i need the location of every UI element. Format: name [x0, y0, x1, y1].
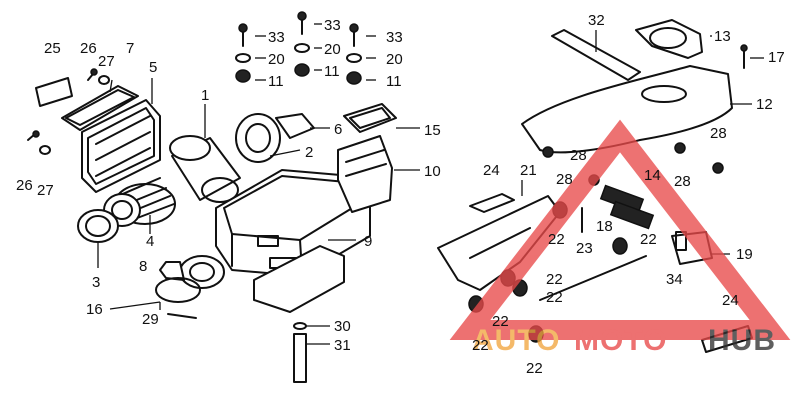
- callout-20-3: 20: [386, 51, 403, 68]
- callout-18: 18: [596, 218, 613, 235]
- fuel-tank: [521, 65, 752, 154]
- watermark-part-auto: AUTO: [472, 324, 560, 357]
- seal-ring: [77, 209, 119, 268]
- callout-11-3: 11: [386, 73, 402, 90]
- callout-27-lower: 27: [37, 182, 54, 199]
- callout-5: 5: [149, 59, 157, 76]
- callout-14: 14: [644, 167, 661, 184]
- callout-23: 23: [576, 240, 593, 257]
- callout-24: 24: [483, 162, 500, 179]
- tank-rubber: [635, 19, 703, 59]
- callout-33-1: 33: [268, 29, 285, 46]
- callout-22-1: 22: [548, 231, 565, 248]
- callout-22-4: 22: [546, 289, 563, 306]
- air-cleaner-case: [81, 78, 161, 193]
- callout-12: 12: [756, 96, 773, 113]
- air-cleaner-cover: [61, 79, 139, 131]
- label-plate: [35, 77, 73, 107]
- drain-tube: [293, 322, 307, 383]
- callout-15: 15: [424, 122, 441, 139]
- screw-washer-lower: [27, 130, 51, 155]
- callout-33-2: 33: [324, 17, 341, 34]
- callout-20-1: 20: [268, 51, 285, 68]
- intake-funnel: [337, 103, 420, 213]
- callout-29: 29: [142, 311, 159, 328]
- filter-element: [103, 177, 176, 234]
- clamp-screw: [167, 313, 197, 319]
- nut-28c: [674, 142, 686, 154]
- callout-22-5: 22: [492, 313, 509, 330]
- rod-23: [539, 255, 647, 301]
- callout-20-2: 20: [324, 41, 341, 58]
- callout-34: 34: [666, 271, 683, 288]
- callout-22-7: 22: [526, 360, 543, 377]
- bolt-stack-1: [235, 23, 251, 83]
- bolt-stack-2: [294, 11, 310, 77]
- callout-25: 25: [44, 40, 61, 57]
- bolt-stack-3: [346, 23, 362, 85]
- callout-22-3: 22: [546, 271, 563, 288]
- screw-washer-top: [87, 68, 110, 85]
- air-cleaner-group: [27, 11, 420, 383]
- cylinder-filter: [169, 104, 241, 203]
- callout-21: 21: [520, 162, 537, 179]
- watermark-part-moto: MOTO: [574, 324, 667, 357]
- callout-8: 8: [139, 258, 147, 275]
- callout-28-1: 28: [570, 147, 587, 164]
- tank-strap: [551, 29, 641, 81]
- watermark-triangle: [449, 119, 791, 340]
- callout-26-lower: 26: [16, 177, 33, 194]
- callout-9: 9: [364, 233, 372, 250]
- filter-cap: [235, 113, 330, 163]
- callout-1: 1: [201, 87, 209, 104]
- callout-13: 13: [714, 28, 731, 45]
- callout-16: 16: [86, 301, 103, 318]
- callout-10: 10: [424, 163, 441, 180]
- callout-32: 32: [588, 12, 605, 29]
- callout-19: 19: [736, 246, 753, 263]
- callout-28-2: 28: [556, 171, 573, 188]
- callout-27: 27: [98, 53, 115, 70]
- nut-28a: [542, 146, 554, 158]
- hose-clamp: [109, 277, 201, 310]
- nut-28d: [712, 162, 724, 174]
- callout-31: 31: [334, 337, 351, 354]
- callout-22-2: 22: [640, 231, 657, 248]
- callout-2: 2: [305, 144, 313, 161]
- callout-4: 4: [146, 233, 154, 250]
- bolts-14: [599, 184, 655, 230]
- connector-tube: [159, 255, 225, 289]
- callout-30: 30: [334, 318, 351, 335]
- callout-11-2: 11: [324, 63, 340, 80]
- callout-26: 26: [80, 40, 97, 57]
- leader-lines: [255, 23, 764, 345]
- callout-24-lower: 24: [722, 292, 739, 309]
- callout-22-6: 22: [472, 337, 489, 354]
- callout-11-1: 11: [268, 73, 284, 90]
- callout-3: 3: [92, 274, 100, 291]
- callout-28-4: 28: [674, 173, 691, 190]
- callout-17: 17: [768, 49, 785, 66]
- callout-28-3: 28: [710, 125, 727, 142]
- callouts: 25 26 27 7 5 26 27 1 4 3 8 16 29 33 33 3…: [16, 12, 785, 377]
- grommet-22b: [612, 237, 628, 255]
- callout-7: 7: [126, 40, 134, 57]
- emblem-upper: [469, 193, 515, 213]
- air-box: [215, 169, 371, 313]
- watermark-part-hub: HUB: [708, 324, 776, 357]
- callout-6: 6: [334, 121, 342, 138]
- callout-33-3: 33: [386, 29, 403, 46]
- watermark: AUTO MOTO HUB: [449, 119, 791, 357]
